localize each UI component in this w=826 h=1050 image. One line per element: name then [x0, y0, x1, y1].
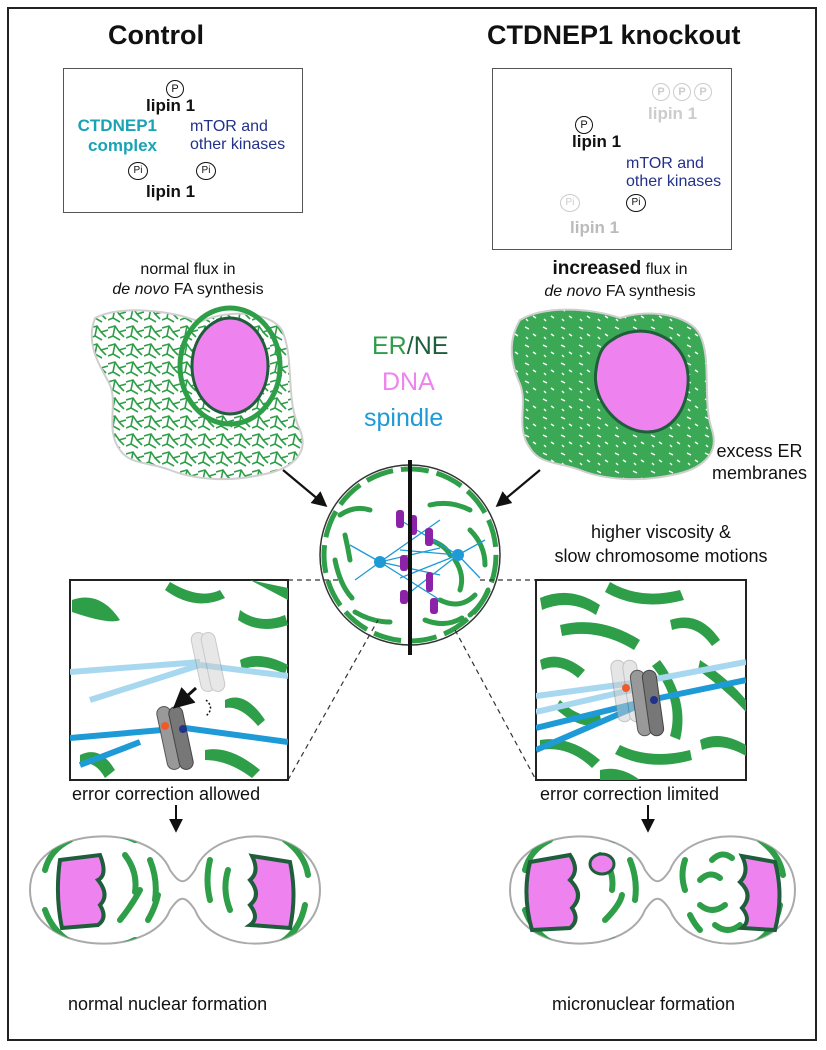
pi-marker-right: Pi [196, 162, 216, 180]
knockout-interphase-cell [510, 308, 715, 481]
legend-spindle: spindle [364, 404, 444, 432]
ko-phospho-faded-2: P [673, 83, 691, 101]
phospho-marker: P [166, 80, 184, 98]
ko-lipin-dephospho: lipin 1 [570, 218, 620, 237]
ko-kinase-label: mTOR and other kinases [626, 155, 722, 190]
excess-er-label: excess ER membranes [712, 441, 808, 483]
error-correction-allowed-label: error correction allowed [72, 784, 261, 804]
zoom-panel-control [69, 579, 289, 781]
control-lipin-phospho: lipin 1 [146, 96, 196, 115]
control-daughter-cells [28, 835, 322, 945]
normal-nuclear-formation-label: normal nuclear formation [68, 994, 268, 1014]
micronuclear-formation-label: micronuclear formation [552, 994, 736, 1014]
legend-dna: DNA [382, 368, 435, 396]
legend-er-ne: ER/NE [372, 332, 449, 360]
control-flux-caption: normal flux in de novo FA synthesis [112, 261, 264, 298]
ko-phospho-faded-1: P [652, 83, 670, 101]
ko-pi-marker: Pi [626, 194, 646, 212]
knockout-flux-caption: increased flux in de novo FA synthesis [544, 258, 696, 300]
control-header: Control [108, 20, 204, 50]
ko-pi-marker-faded: Pi [560, 194, 580, 212]
figure-frame [7, 7, 817, 1041]
knockout-pathway-box [492, 68, 732, 250]
arrow-to-mitosis-right [495, 469, 541, 507]
zoom-guides [287, 579, 537, 781]
ko-lipin-phospho: lipin 1 [572, 132, 622, 151]
pi-marker-left: Pi [128, 162, 148, 180]
knockout-header: CTDNEP1 knockout [487, 20, 741, 50]
error-correction-limited-label: error correction limited [540, 784, 720, 804]
viscosity-label: higher viscosity & slow chromosome motio… [554, 522, 768, 566]
mitotic-cell [319, 460, 501, 655]
ko-phospho-marker: P [575, 116, 593, 134]
knockout-daughter-cells [508, 835, 797, 945]
ko-phospho-faded-3: P [694, 83, 712, 101]
micronucleus [588, 852, 616, 876]
arrow-to-mitosis-left [282, 469, 328, 507]
ctdnep1-complex-label: CTDNEP1 complex [77, 116, 157, 155]
control-lipin-dephospho: lipin 1 [146, 182, 196, 201]
control-interphase-cell [90, 305, 304, 481]
control-kinase-label: mTOR and other kinases [190, 118, 286, 153]
ko-lipin-hyperphospho: lipin 1 [648, 104, 698, 123]
zoom-panel-knockout [535, 579, 747, 781]
